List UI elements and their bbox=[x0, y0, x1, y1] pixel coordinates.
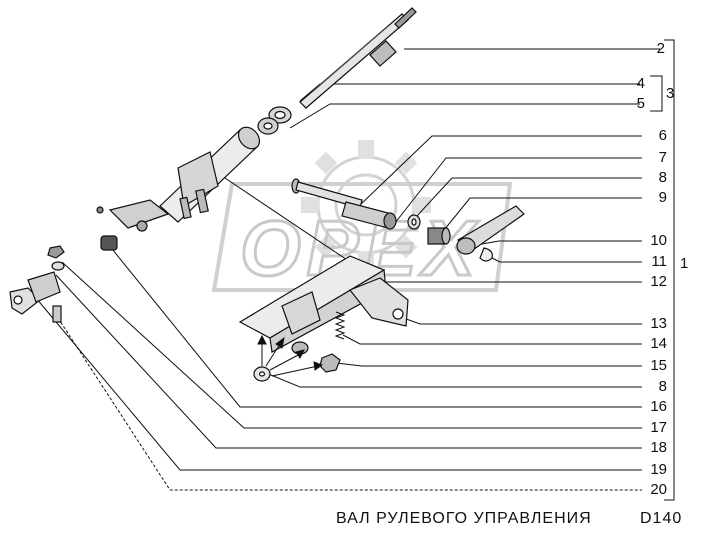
washer-top bbox=[407, 214, 421, 230]
washer-bottom bbox=[253, 366, 271, 382]
callout-7: 7 bbox=[658, 149, 667, 166]
diagram-title: ВАЛ РУЛЕВОГО УПРАВЛЕНИЯ bbox=[336, 510, 592, 527]
diagram-code: D140 bbox=[640, 510, 683, 527]
group-label-1: 1 bbox=[680, 255, 689, 272]
callout-8b: 8 bbox=[658, 378, 667, 395]
leader-18 bbox=[55, 274, 642, 449]
leader-14 bbox=[342, 334, 642, 345]
leader-16 bbox=[107, 243, 642, 408]
leader-17 bbox=[61, 261, 642, 429]
leader-20 bbox=[57, 317, 642, 491]
leader-8a bbox=[415, 177, 642, 218]
callout-16: 16 bbox=[650, 398, 667, 415]
callout-17: 17 bbox=[650, 419, 667, 436]
callout-8a: 8 bbox=[658, 169, 667, 186]
mounting-bracket bbox=[238, 255, 409, 355]
leader-4 bbox=[299, 83, 640, 102]
callout-5: 5 bbox=[636, 95, 645, 112]
steering-shaft bbox=[299, 7, 417, 109]
small-fasteners bbox=[47, 245, 65, 323]
column-tube bbox=[96, 126, 261, 232]
bracket-nut bbox=[319, 353, 341, 373]
bushing bbox=[100, 235, 118, 251]
spacer-sleeve bbox=[341, 201, 397, 230]
retaining-clip bbox=[479, 247, 493, 262]
callout-20: 20 bbox=[650, 481, 667, 498]
leader-15 bbox=[335, 362, 642, 367]
callout-19: 19 bbox=[650, 461, 667, 478]
adjust-lever bbox=[456, 205, 525, 255]
adjust-nut bbox=[427, 227, 451, 245]
callout-6: 6 bbox=[658, 127, 667, 144]
leader-7 bbox=[394, 157, 642, 224]
leader-5 bbox=[289, 103, 640, 129]
leader-10 bbox=[469, 240, 642, 247]
callout-4: 4 bbox=[636, 75, 645, 92]
leader-19 bbox=[35, 297, 642, 471]
group-label-3: 3 bbox=[666, 85, 675, 102]
callout-18: 18 bbox=[650, 439, 667, 456]
cardan-yoke bbox=[9, 271, 61, 315]
leader-9 bbox=[439, 197, 642, 236]
bracket-1 bbox=[664, 39, 675, 501]
bracket-3 bbox=[650, 75, 663, 112]
callout-9: 9 bbox=[658, 189, 667, 206]
leader-11 bbox=[491, 257, 642, 263]
leader-13 bbox=[397, 315, 642, 325]
callout-14: 14 bbox=[650, 335, 667, 352]
return-spring bbox=[334, 311, 346, 340]
callout-12: 12 bbox=[650, 273, 667, 290]
callout-15: 15 bbox=[650, 357, 667, 374]
callout-2: 2 bbox=[656, 40, 665, 57]
callout-11: 11 bbox=[651, 253, 667, 270]
callout-10: 10 bbox=[650, 232, 667, 249]
upper-bearing bbox=[257, 106, 292, 135]
leader-6 bbox=[359, 135, 642, 206]
assembly-arrows bbox=[257, 334, 324, 377]
leader-8b bbox=[265, 372, 642, 388]
callout-13: 13 bbox=[650, 315, 667, 332]
